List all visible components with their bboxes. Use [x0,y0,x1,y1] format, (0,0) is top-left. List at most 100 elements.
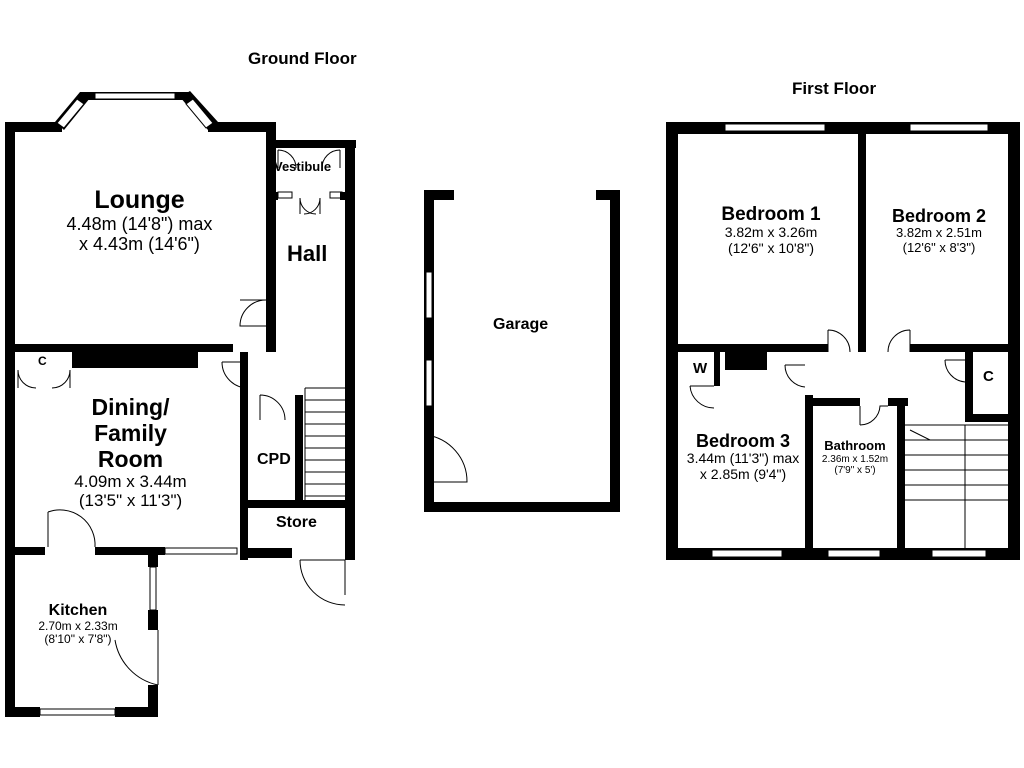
room-dimensions: 4.48m (14'8") max [66,214,213,234]
wall [266,192,278,200]
wall [805,398,860,406]
window [425,271,433,319]
window [724,123,826,132]
wall [714,352,720,386]
wall [965,414,1008,422]
door [47,509,96,548]
wall [596,190,620,200]
room-dimensions: 3.82m x 3.26m [724,224,818,241]
wall [610,190,620,512]
room-name: Family [94,419,167,446]
door [51,369,71,389]
wall [725,352,767,370]
door [259,394,286,421]
room-dimensions: (12'6" x 8'3") [902,239,976,255]
room-name: Bathroom [824,438,886,453]
stairs [905,424,1008,548]
door [827,329,851,353]
wall [240,352,248,560]
window [909,123,989,132]
garage-label: Garage [493,316,549,333]
wall [240,500,352,508]
window [425,359,433,407]
room-name: Bedroom 3 [695,431,791,451]
dining-label: Dining/ Family Room 4.09m x 3.44m (13'5"… [48,394,213,510]
door [303,197,321,215]
wall [148,685,158,717]
room-dimensions: 2.36m x 1.52m [821,453,889,465]
wall [910,344,1008,352]
room-name: Bedroom 2 [891,206,987,226]
window [164,547,238,555]
room-dimensions: 4.09m x 3.44m [74,472,187,492]
cupboard-label: C [38,354,47,368]
wall [148,610,158,630]
wall [424,190,454,200]
wall [5,547,45,555]
wall [805,395,813,560]
room-name: Room [97,445,164,472]
wall [240,548,292,558]
wall [5,122,15,552]
wall [965,352,973,422]
door [689,385,715,409]
wardrobe-label: W [693,360,708,377]
door [239,299,267,327]
wall [295,395,303,500]
wall [5,122,62,132]
wall [266,140,356,148]
wall [148,547,158,567]
window [711,549,783,558]
door [321,149,341,169]
wall [5,547,15,717]
door [277,149,297,169]
room-name: Kitchen [48,602,108,619]
room-dimensions: (8'10" x 7'8") [44,632,112,647]
room-dimensions: x 4.43m (14'6") [79,234,200,255]
door [859,405,888,426]
window [94,92,176,100]
room-dimensions: 3.82m x 2.51m [896,225,982,241]
door [277,191,293,199]
first-floor-title: First Floor [792,79,877,98]
cpd-label: CPD [257,451,291,468]
wall [340,192,352,200]
wall [1008,122,1020,560]
wall [115,707,158,717]
door [17,369,37,389]
room-dimensions: (12'6" x 10'8") [727,239,815,256]
store-label: Store [276,514,317,531]
window [56,98,85,129]
room-name: Bedroom 1 [721,204,821,225]
door [299,559,346,606]
window [39,708,116,716]
bathroom-label: Bathroom 2.36m x 1.52m (7'9" x 5') [813,438,897,476]
room-dimensions: 3.44m (11'3") max [686,450,800,467]
window [827,549,881,558]
window [185,98,214,129]
lounge-label: Lounge 4.48m (14'8") max x 4.43m (14'6") [42,186,237,254]
bedroom1-label: Bedroom 1 3.82m x 3.26m (12'6" x 10'8") [696,204,846,257]
vestibule-label: Vestibule [274,159,332,174]
ground-floor-title: Ground Floor [248,49,357,68]
door [221,361,249,389]
door [425,434,468,483]
room-name: Lounge [94,186,185,214]
window [149,566,157,611]
wall [424,190,434,512]
wall [424,502,620,512]
wall [858,134,866,352]
wall [897,398,905,560]
door [887,329,911,353]
window [931,549,987,558]
wall [266,122,276,352]
wall [208,122,276,132]
door [299,197,317,215]
wall [5,707,40,717]
bedroom3-label: Bedroom 3 3.44m (11'3") max x 2.85m (9'4… [676,431,810,483]
wall [72,348,198,368]
landing-cupboard-label: C [983,368,994,385]
bedroom2-label: Bedroom 2 3.82m x 2.51m (12'6" x 8'3") [872,206,1006,255]
room-dimensions: x 2.85m (9'4") [699,465,787,482]
